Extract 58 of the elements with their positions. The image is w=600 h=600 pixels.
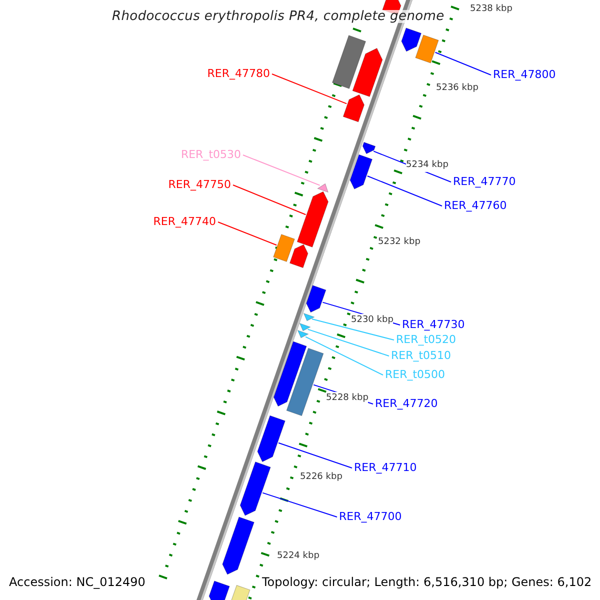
info-text: Topology: circular; Length: 6,516,310 bp; Genes: 6,102 <box>262 576 592 589</box>
gene-label: RER_47760 <box>444 199 507 212</box>
leader-line <box>242 154 320 186</box>
leader-line <box>278 442 352 468</box>
gene-feature <box>273 234 295 262</box>
scale-label: 5236 kbp <box>436 82 478 95</box>
info-text: Accession: NC_012490 <box>9 576 146 589</box>
gene-feature <box>342 94 365 122</box>
gene-feature <box>317 183 328 193</box>
leader-line <box>311 318 394 340</box>
gene-feature <box>257 415 286 462</box>
scale-label: 5224 kbp <box>277 550 320 563</box>
leader-line <box>262 492 338 518</box>
gene-feature <box>208 580 230 600</box>
title: Rhodococcus erythropolis PR4, complete genome <box>112 10 444 23</box>
gene-label: RER_47710 <box>354 461 417 474</box>
gene-label: RER_t0520 <box>396 333 456 346</box>
scale-label: 5228 kbp <box>326 392 368 405</box>
gene-feature <box>350 154 373 190</box>
gene-label: RER_47720 <box>375 397 438 410</box>
gene-feature <box>352 48 383 97</box>
gene-label: RER_47780 <box>207 67 270 80</box>
gene-feature <box>401 28 422 52</box>
gene-feature <box>222 516 254 575</box>
leader-line <box>232 184 306 216</box>
scale-label: 5234 kbp <box>406 159 448 172</box>
gene-feature <box>296 191 329 248</box>
gene-label: RER_t0500 <box>385 368 446 381</box>
gene-label: RER_47740 <box>153 215 216 228</box>
gene-feature <box>303 312 315 322</box>
gene-label: RER_47700 <box>339 510 402 523</box>
gene-label: RER_47770 <box>453 175 516 188</box>
gene-label: RER_47800 <box>493 68 556 81</box>
leader-line <box>366 176 442 206</box>
gene-feature <box>306 285 326 313</box>
gene-feature <box>286 348 324 416</box>
gene-feature <box>289 244 308 268</box>
gene-feature <box>240 462 271 516</box>
gene-feature <box>230 584 250 600</box>
leader-line <box>307 328 390 356</box>
gene-feature <box>273 341 307 407</box>
scale-label: 5226 kbp <box>300 471 342 484</box>
gene-feature <box>362 142 376 154</box>
gene-feature <box>297 330 309 338</box>
gene-feature <box>332 35 366 89</box>
scale-label: 5232 kbp <box>378 236 420 249</box>
leader-line <box>218 222 278 246</box>
gene-label: RER_t0530 <box>180 148 241 161</box>
scale-label: 5238 kbp <box>470 3 512 16</box>
gene-feature <box>415 34 439 64</box>
leader-line <box>305 336 384 376</box>
gene-label: RER_47750 <box>168 178 231 191</box>
scale-label: 5230 kbp <box>351 314 394 327</box>
gene-feature <box>299 322 311 332</box>
gene-label: RER_t0510 <box>391 349 452 362</box>
leader-line <box>272 74 348 104</box>
gene-label: RER_47730 <box>402 318 465 331</box>
leader-line <box>434 52 492 76</box>
